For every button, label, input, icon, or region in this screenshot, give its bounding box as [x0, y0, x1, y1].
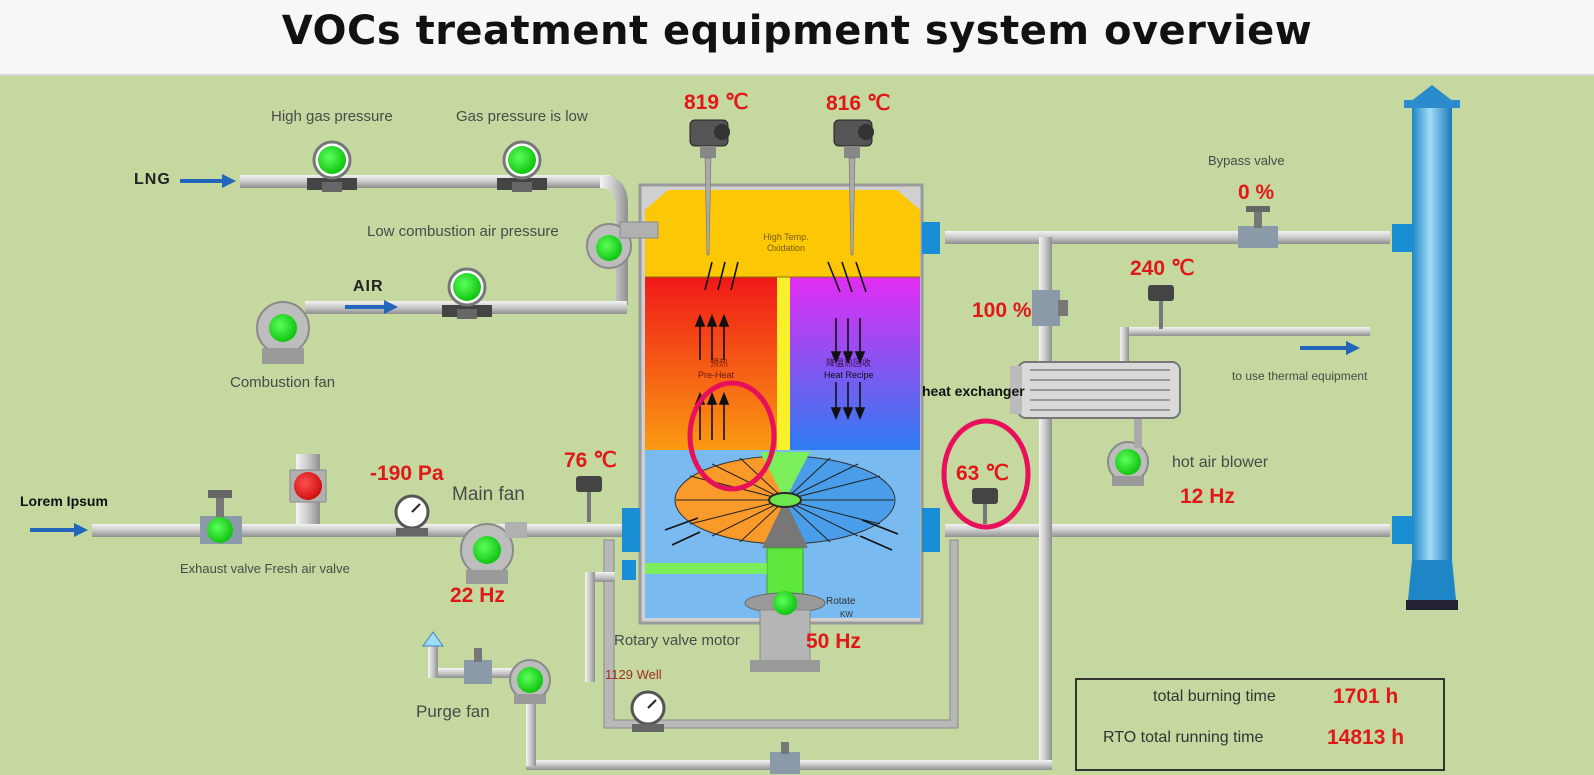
rotary-valve-motor-icon [744, 591, 826, 672]
rotary-frequency-value: 50 Hz [806, 630, 861, 653]
pressure-gauge-icon [394, 494, 430, 536]
low-combustion-air-label: Low combustion air pressure [367, 223, 559, 240]
heat-recipe-cn-label: 降温热回收 [826, 358, 872, 368]
temperature-819-value: 819 ℃ [684, 91, 749, 114]
rotate-label: Rotate [826, 596, 856, 607]
thermal-arrow-icon [1300, 341, 1360, 355]
hot-air-blower-label: hot air blower [1172, 454, 1269, 471]
runtime-stats-panel: total burning time 1701 h RTO total runn… [1075, 678, 1445, 771]
heat-recipe-label: Heat Recipe [824, 370, 874, 380]
heat-exchanger-label: heat exchanger [922, 383, 1025, 399]
temperature-240-value: 240 ℃ [1130, 257, 1195, 280]
airflow-arrows [664, 261, 899, 551]
bypass-valve-icon [1238, 206, 1278, 248]
damper-valve-icon [1032, 290, 1068, 326]
air-label: AIR [353, 278, 384, 295]
pressure-switch-icon [497, 140, 547, 192]
vessel-flanges [622, 222, 940, 580]
thermocouple-icon [833, 119, 874, 256]
header-bar: VOCs treatment equipment system overview [0, 0, 1594, 76]
purge-fan-icon [509, 659, 551, 704]
thermal-equipment-label: to use thermal equipment [1232, 369, 1368, 383]
temperature-sensor-icon [972, 488, 998, 524]
chimney-stack [1392, 85, 1460, 610]
air-arrow-icon [345, 300, 398, 314]
heat-exchanger-icon [1010, 361, 1181, 419]
main-inlet-pipe [92, 524, 632, 537]
purge-fan-label: Purge fan [416, 702, 490, 721]
combustion-fan-icon [256, 301, 310, 364]
temperature-63-value: 63 ℃ [956, 462, 1009, 485]
exhaust-fresh-valve-label: Exhaust valve Fresh air valve [180, 561, 350, 576]
bypass-valve-label: Bypass valve [1208, 153, 1285, 168]
main-fan-icon [460, 522, 527, 584]
hot-air-blower-icon [1107, 406, 1150, 486]
well-label: 1129 Well [605, 667, 662, 682]
temperature-sensor-icon [576, 476, 602, 522]
blower-frequency-value: 12 Hz [1180, 485, 1235, 508]
highlight-circle [687, 380, 777, 492]
thermocouple-icon [689, 119, 730, 256]
pressure-switch-icon [307, 140, 357, 192]
fresh-air-valve-icon [289, 454, 327, 524]
purge-valve-icon [464, 648, 492, 684]
lng-arrow-icon [180, 174, 236, 188]
kw-label: KW [840, 610, 853, 619]
temperature-76-value: 76 ℃ [564, 449, 617, 472]
burning-time-label: total burning time [1153, 688, 1276, 705]
running-time-value: 14813 h [1327, 726, 1405, 749]
damper-percent-value: 100 % [972, 299, 1032, 322]
pre-heat-label: Pre-Heat [698, 370, 735, 380]
burner-blower-icon [586, 221, 659, 269]
burning-time-value: 1701 h [1333, 685, 1399, 708]
inlet-label: Lorem Ipsum [20, 493, 108, 509]
rotary-valve-motor-label: Rotary valve motor [614, 632, 740, 649]
bypass-percent-value: 0 % [1238, 181, 1275, 204]
inlet-arrow-icon [30, 523, 88, 537]
combustion-fan-label: Combustion fan [230, 374, 336, 391]
high-gas-pressure-label: High gas pressure [271, 108, 393, 125]
exhaust-valve-icon [200, 490, 242, 544]
high-temp-oxidation-label: High Temp. Oxidation [763, 232, 809, 253]
lng-label: LNG [134, 171, 171, 188]
main-fan-label: Main fan [452, 484, 525, 505]
page-title: VOCs treatment equipment system overview [281, 8, 1313, 54]
main-fan-frequency-value: 22 Hz [450, 584, 505, 607]
temperature-816-value: 816 ℃ [826, 92, 891, 115]
gas-pressure-low-label: Gas pressure is low [456, 108, 588, 125]
running-time-label: RTO total running time [1103, 729, 1264, 746]
pressure-gauge-icon [630, 690, 666, 732]
lng-pipe [240, 175, 628, 305]
pressure-value: -190 Pa [370, 462, 444, 485]
pre-heat-cn-label: 预热 [710, 358, 729, 368]
pressure-switch-icon [442, 267, 492, 319]
temperature-sensor-icon [1148, 285, 1174, 329]
highlight-circle [941, 418, 1031, 530]
bottom-valve-icon [770, 742, 800, 774]
